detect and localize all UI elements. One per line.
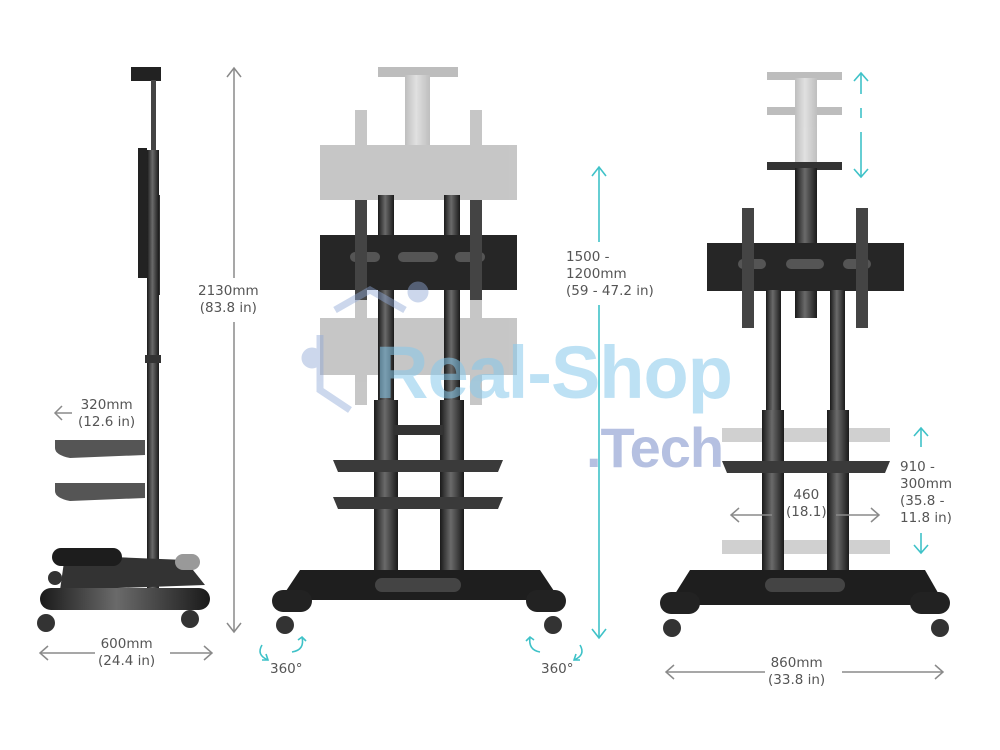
tv-height-line3: (59 - 47.2 in) (566, 283, 654, 299)
total-height-mm: 2130mm (198, 283, 259, 299)
shelf-depth-arrow (53, 405, 72, 421)
pole-spacing-label: 460 (18.1) (786, 487, 827, 521)
shelf-height-line4: 11.8 in) (900, 510, 952, 526)
shelf-height-line3: (35.8 - (900, 493, 945, 509)
base-width-label: 860mm (33.8 in) (768, 655, 825, 689)
front-view-stand (272, 195, 566, 634)
front-view-stand-ghost (320, 67, 517, 405)
pole-spacing-mm: 460 (793, 487, 820, 503)
watermark-logo-icon (301, 281, 429, 413)
tv-height-dimension (591, 165, 607, 640)
base-depth-mm: 600mm (100, 636, 153, 652)
side-view-stand (37, 67, 210, 632)
mount-height-arrows (853, 71, 869, 179)
shelf-depth-label: 320mm (12.6 in) (78, 397, 135, 431)
watermark-text-line1: Real-Shop (375, 331, 733, 414)
pole-spacing-in: (18.1) (786, 504, 827, 520)
shelf-height-line1: 910 - (900, 459, 935, 475)
tv-height-line2: 1200mm (566, 266, 627, 282)
tv-height-label: 1500 - 1200mm (59 - 47.2 in) (566, 249, 654, 300)
base-width-in: (33.8 in) (768, 672, 826, 688)
base-width-dimension (664, 664, 945, 680)
pole-spacing-dimension (729, 507, 881, 523)
base-depth-label: 600mm (24.4 in) (98, 636, 155, 670)
front-view-2-stand (660, 162, 950, 637)
base-width-mm: 860mm (770, 655, 823, 671)
total-height-dimension (226, 66, 242, 634)
shelf-height-label: 910 - 300mm (35.8 - 11.8 in) (900, 459, 952, 527)
shelf-depth-mm: 320mm (80, 397, 133, 413)
total-height-label: 2130mm (83.8 in) (198, 283, 259, 317)
shelf-depth-in: (12.6 in) (78, 414, 136, 430)
base-depth-dimension (38, 645, 214, 661)
base-depth-in: (24.4 in) (98, 653, 156, 669)
caster-left-label: 360° (270, 661, 303, 677)
shelf-height-arrows (913, 426, 929, 555)
caster-rotation-icons (259, 635, 583, 661)
shelf-height-line2: 300mm (900, 476, 953, 492)
tv-height-line1: 1500 - (566, 249, 610, 265)
caster-right-label: 360° (541, 661, 574, 677)
watermark-text-line2: .Tech (586, 416, 724, 479)
total-height-in: (83.8 in) (199, 300, 257, 316)
